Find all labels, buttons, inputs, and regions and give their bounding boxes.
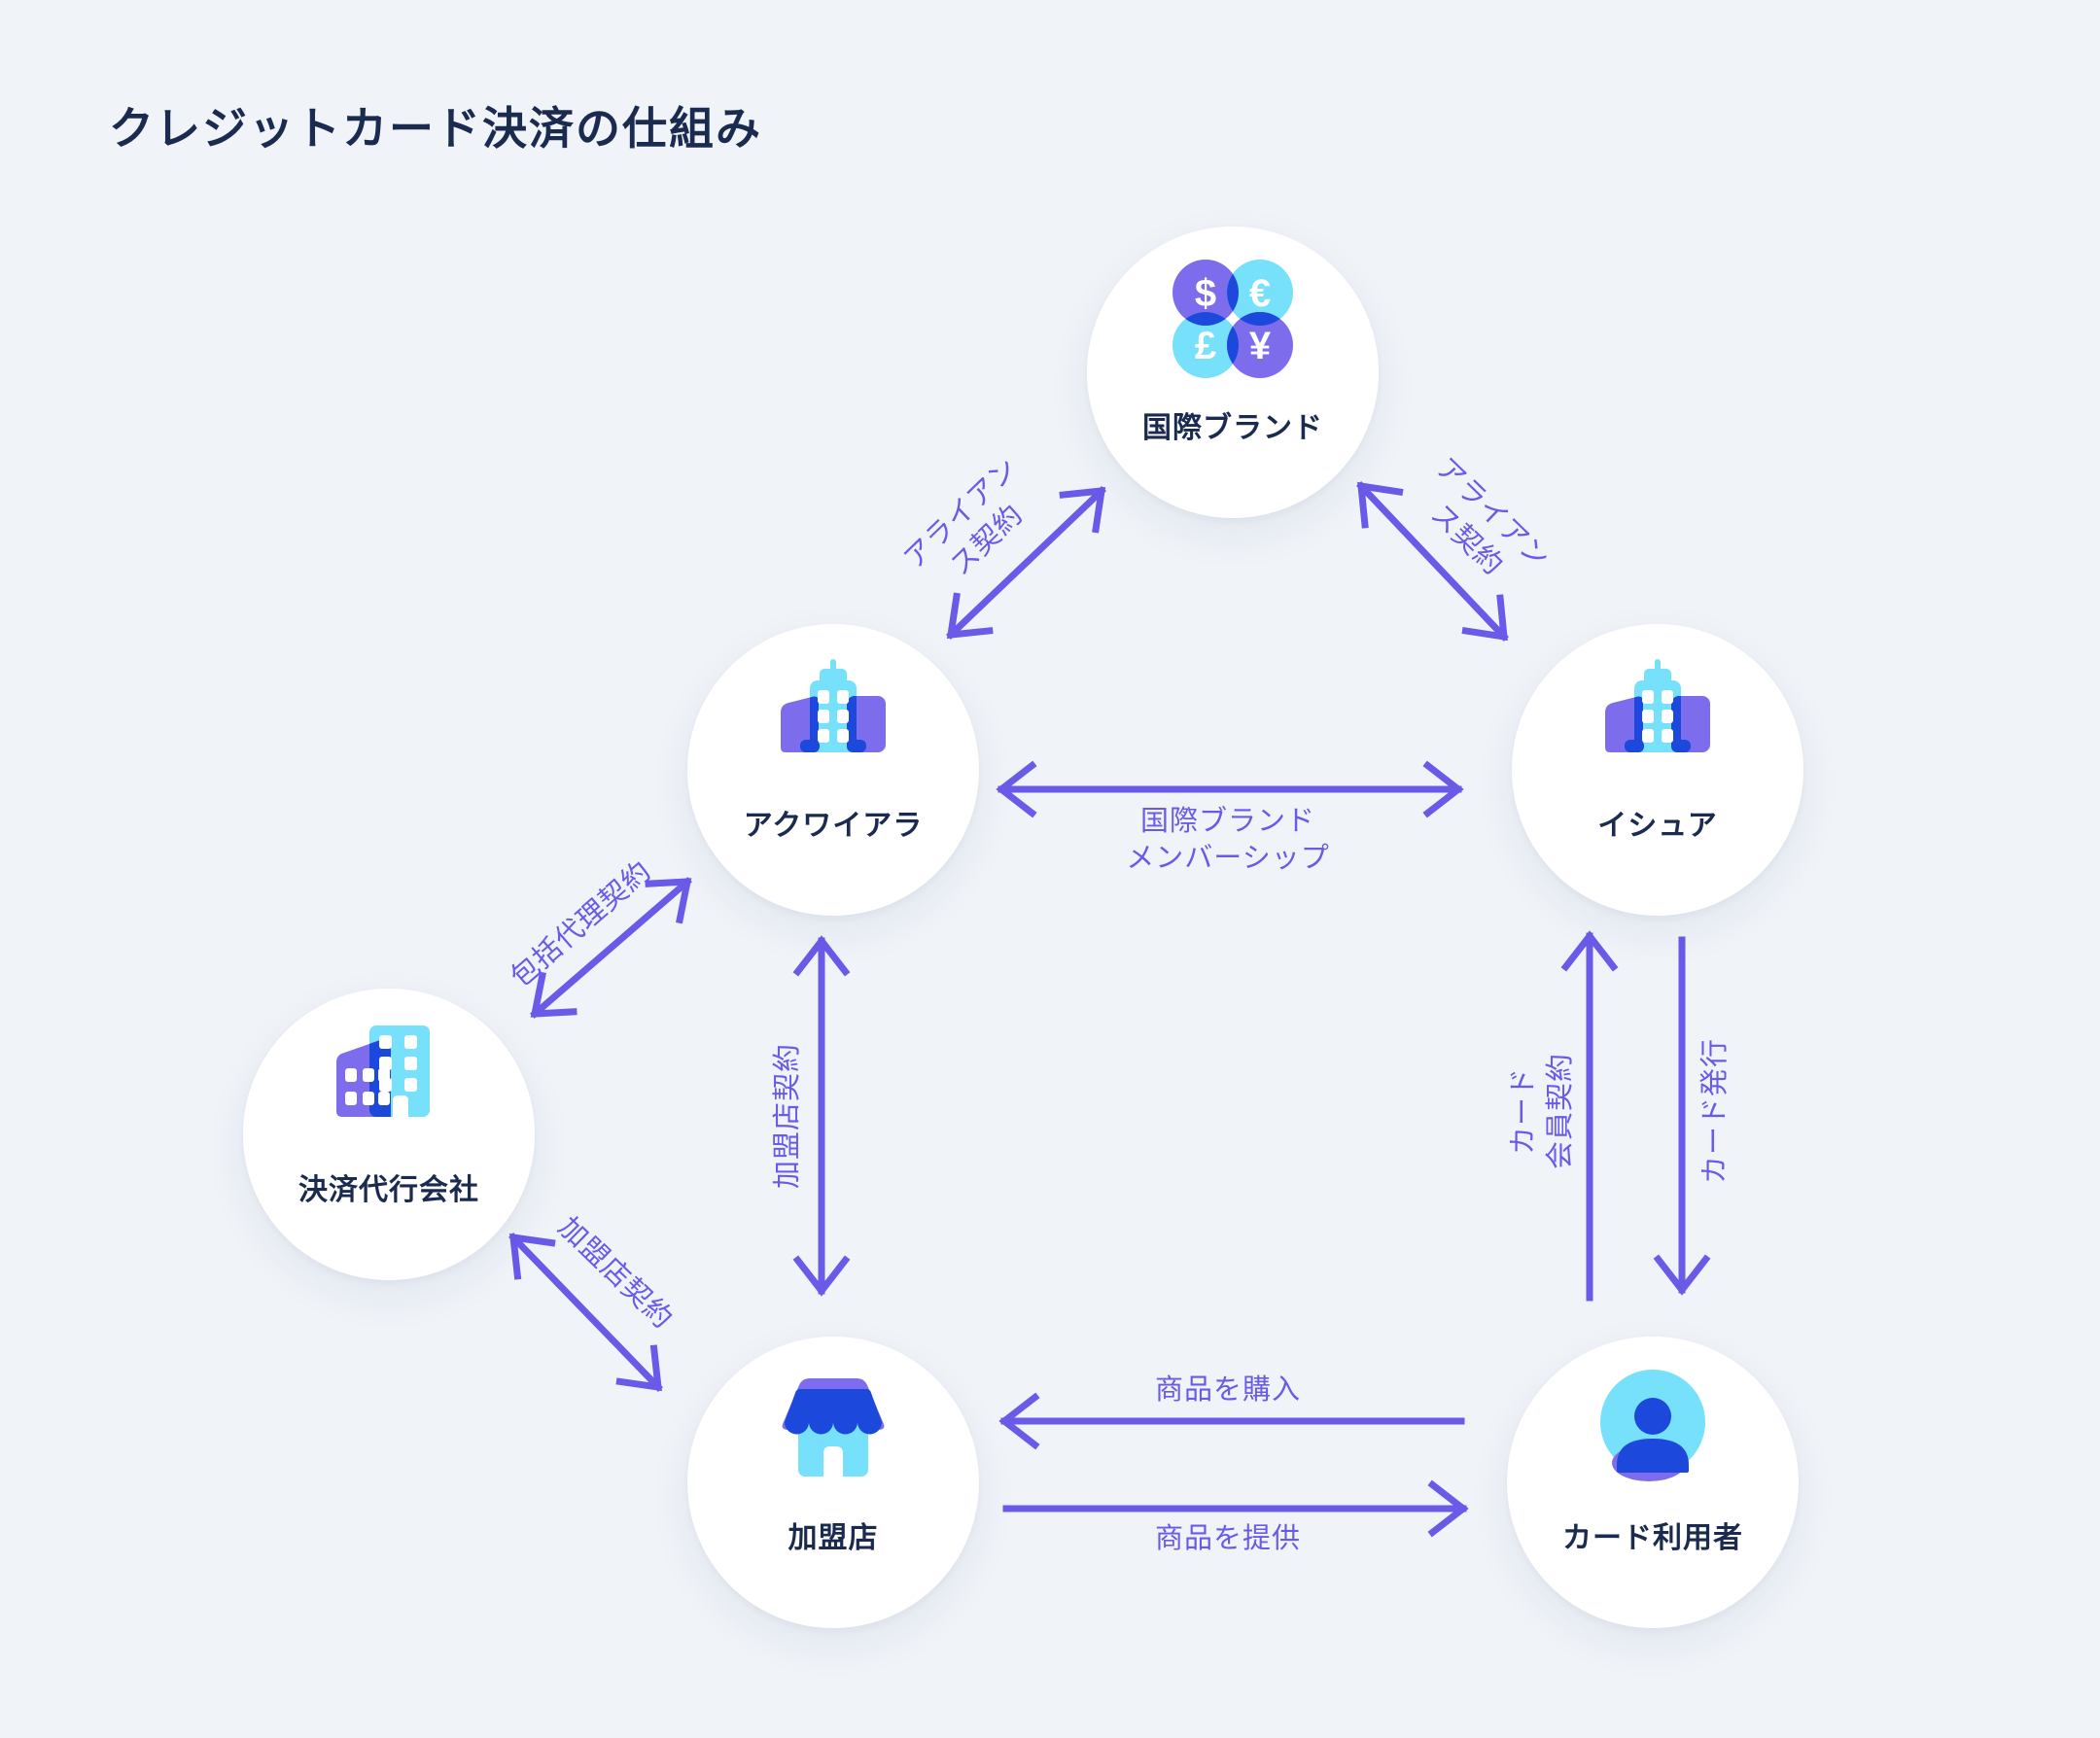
arrow-alliance-right <box>1356 481 1509 642</box>
arrow-merchant-contract-diagonal <box>508 1233 663 1392</box>
arrow-agency-contract <box>530 877 692 1019</box>
edge-label-purchase: 商品を購入 <box>1154 1374 1302 1406</box>
node-label: アクワイアラ <box>743 810 924 842</box>
node-label: 決済代行会社 <box>298 1174 479 1206</box>
arrow-merchant-contract-vertical <box>792 935 851 1297</box>
arrow-alliance-left <box>946 486 1106 640</box>
edge-label-card-member-contract: カード 会員契約 <box>1508 1052 1576 1170</box>
arrow-card-member-contract <box>1560 930 1619 1302</box>
node-label: イシュア <box>1597 810 1718 842</box>
arrow-card-issuance <box>1653 936 1711 1296</box>
node-acquirer: アクワイアラ <box>687 624 979 916</box>
node-issuer: イシュア <box>1512 624 1803 916</box>
node-payment-service-provider: 決済代行会社 <box>243 989 535 1280</box>
node-cardholder: カード利用者 <box>1507 1337 1799 1628</box>
arrow-membership <box>996 760 1464 818</box>
arrow-provide-goods <box>1002 1479 1469 1538</box>
edge-label-merchant-contract-vertical: 加盟店契約 <box>772 1042 803 1190</box>
node-label: カード利用者 <box>1562 1522 1743 1554</box>
arrow-purchase-goods <box>998 1392 1465 1450</box>
twin-buildings-icon <box>321 1014 457 1150</box>
page-title: クレジットカード決済の仕組み <box>109 103 762 154</box>
node-merchant: 加盟店 <box>687 1337 979 1628</box>
currency-circles-icon <box>1165 252 1301 388</box>
edge-label-provide: 商品を提供 <box>1154 1523 1302 1554</box>
edge-label-membership: 国際ブランド メンバーシップ <box>1126 806 1330 874</box>
office-tower-icon <box>1590 649 1726 785</box>
node-label: 国際ブランド <box>1142 412 1323 444</box>
person-icon <box>1585 1362 1721 1498</box>
storefront-icon <box>765 1362 901 1498</box>
edge-label-card-issuance: カード発行 <box>1699 1037 1731 1185</box>
office-tower-icon <box>765 649 901 785</box>
node-international-brand: 国際ブランド <box>1087 226 1379 518</box>
node-label: 加盟店 <box>788 1522 879 1554</box>
